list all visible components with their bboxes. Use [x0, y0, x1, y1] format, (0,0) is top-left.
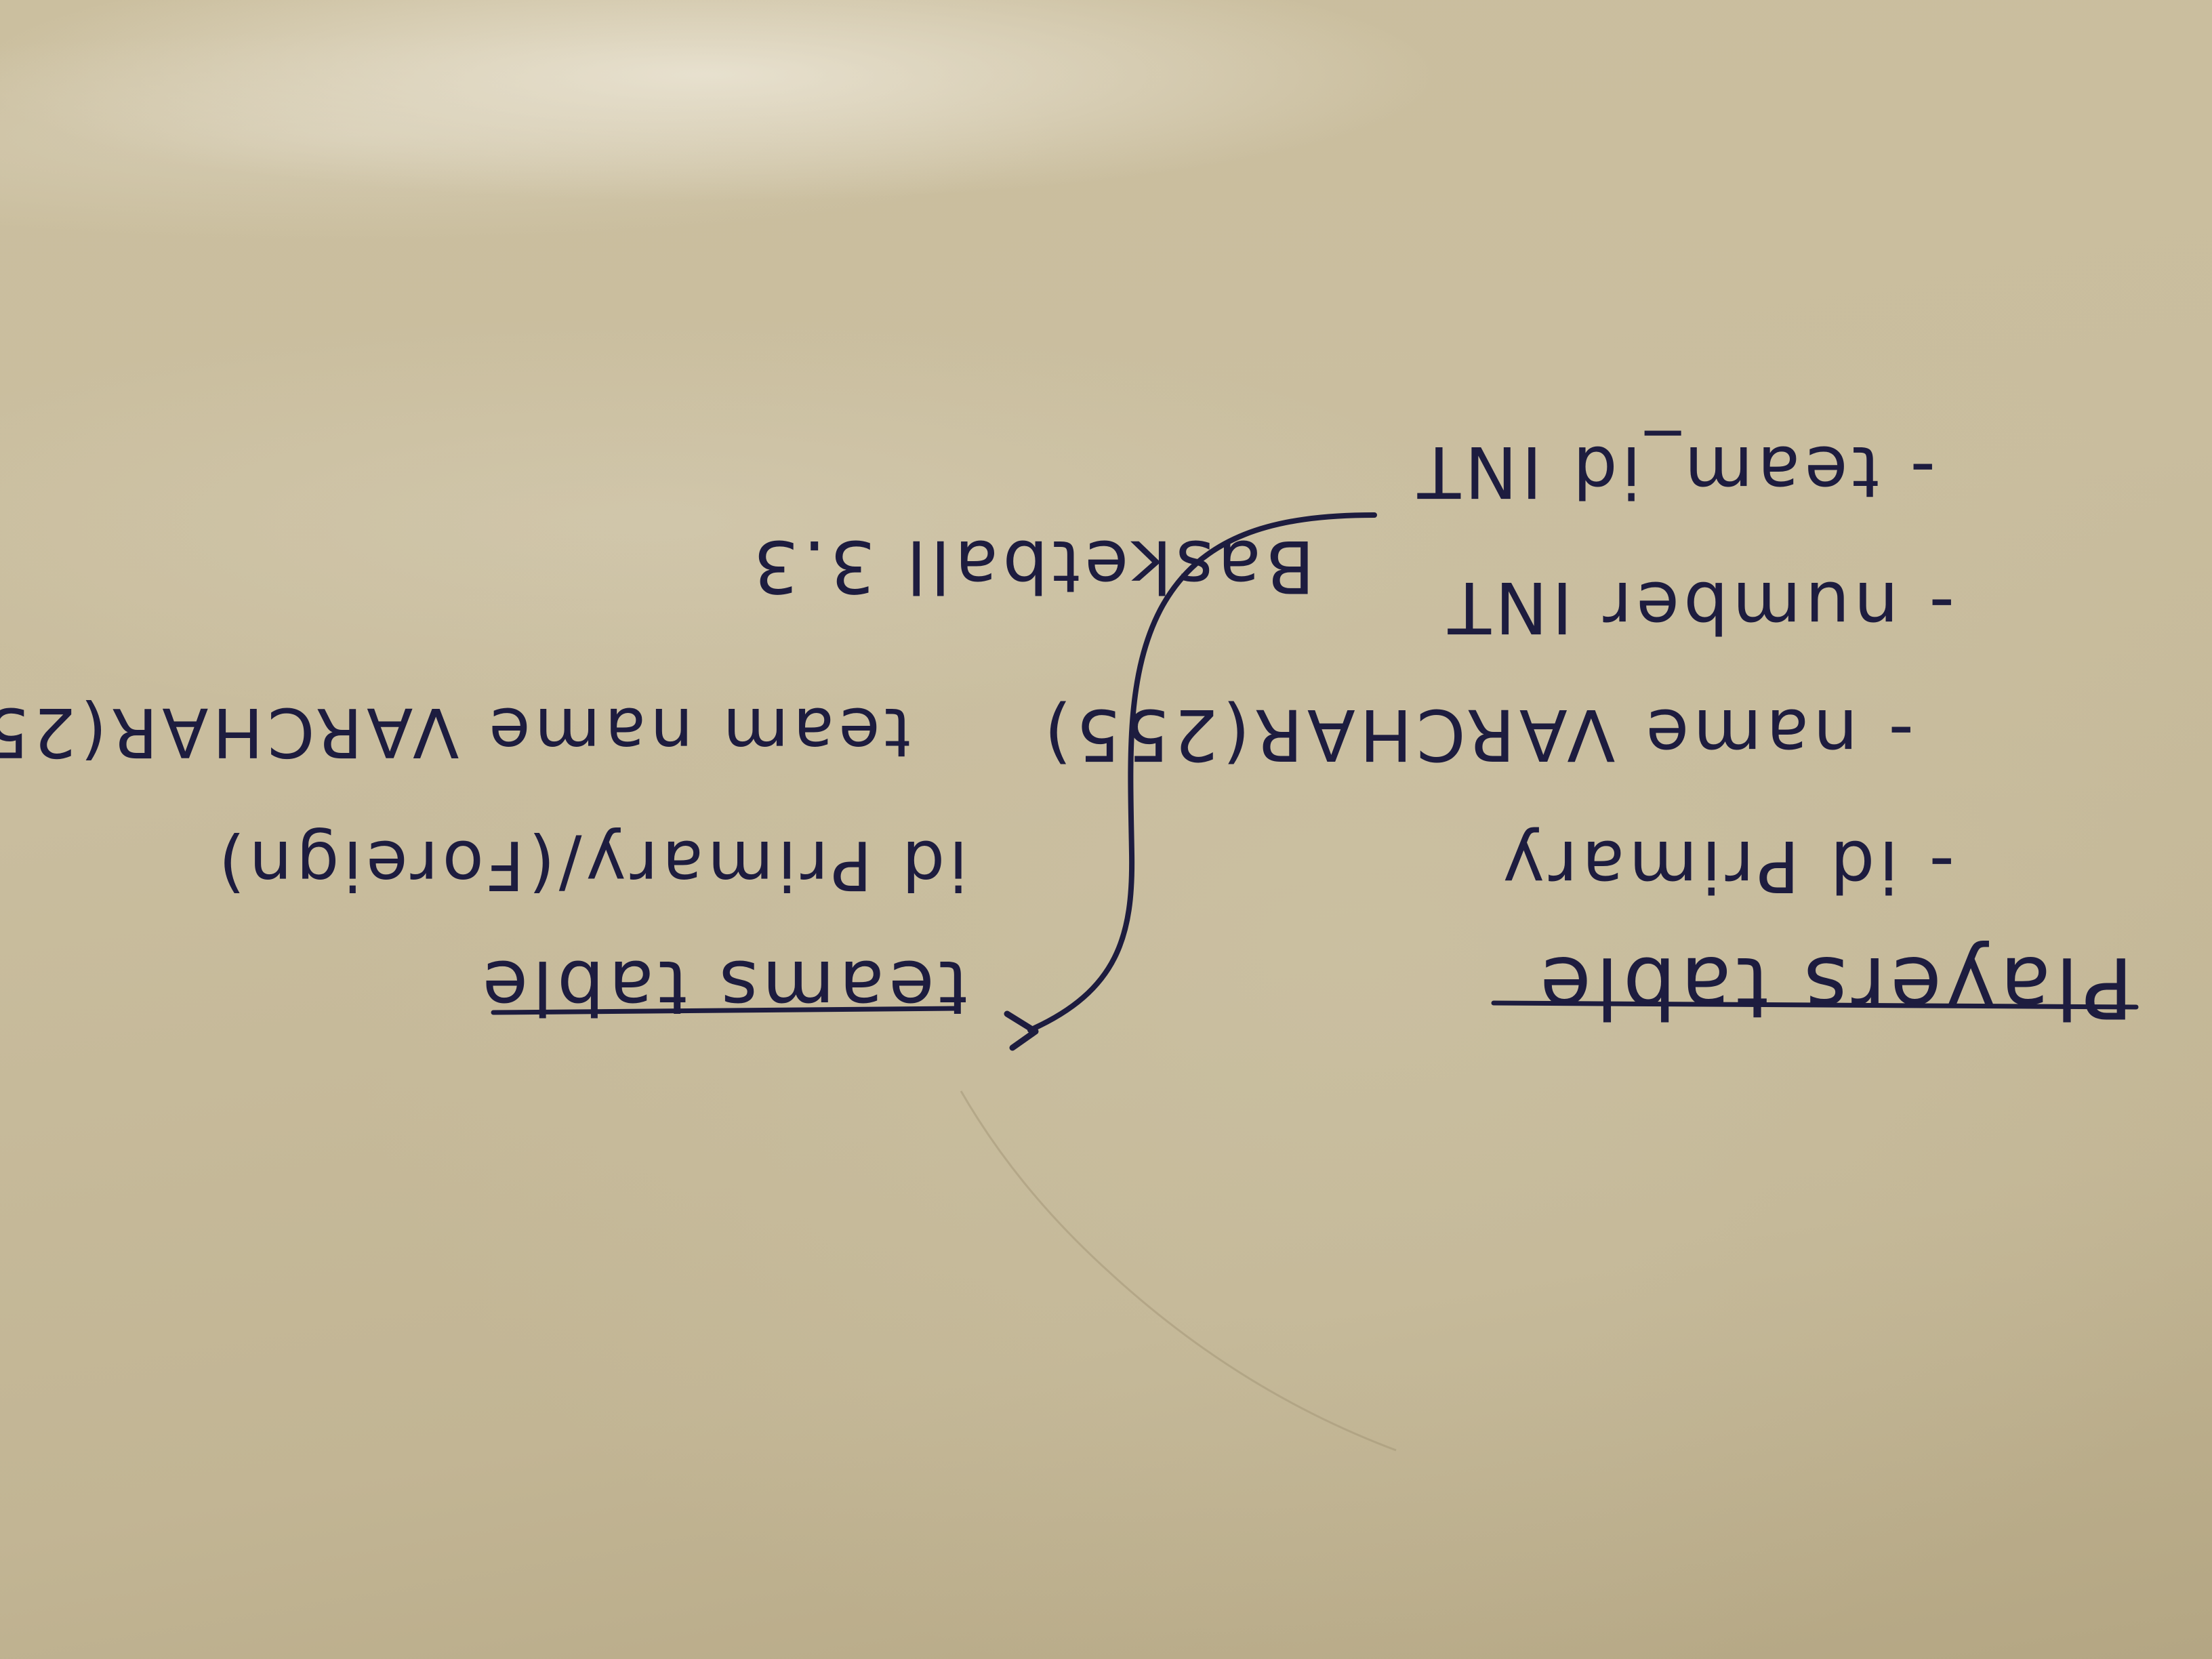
players-field-team-id: - team_id INT [1413, 430, 1936, 513]
players-field-name: - name VARCHAR(255) [1040, 693, 1914, 776]
teams-field-team-name: team name VARCHAR(255) [0, 693, 911, 772]
players-table-heading: Players table [1536, 938, 2133, 1036]
players-field-id: - id Primary [1498, 825, 1954, 907]
teams-field-id: id Primary/(Foreign) [214, 825, 968, 905]
teams-table-heading: teams table [478, 944, 968, 1031]
note-title: Basketball 3.3 [749, 525, 1315, 608]
players-field-number: - number INT [1443, 566, 1954, 649]
